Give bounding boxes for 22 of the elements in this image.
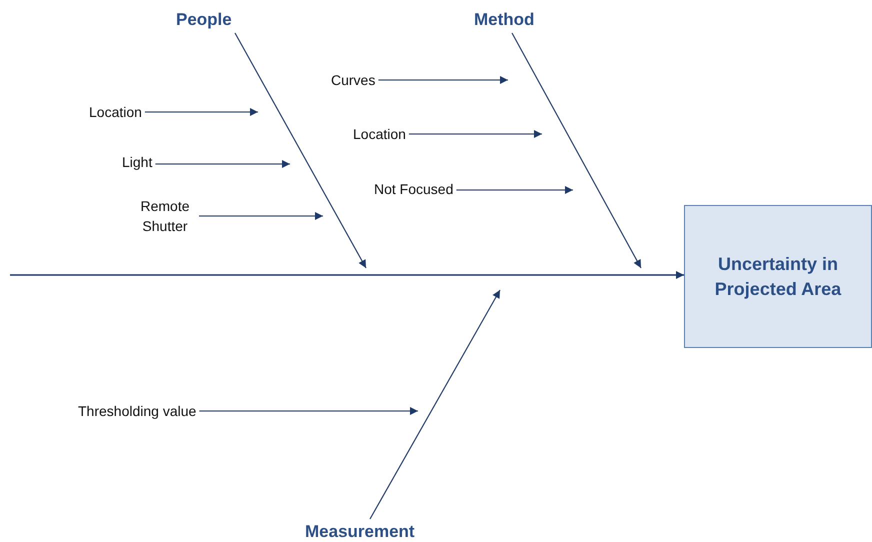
effect-box: Uncertainty in Projected Area [684,205,872,348]
bone-arrow [512,32,642,268]
cause-label: Not Focused [374,179,454,199]
cause-arrow [155,160,290,168]
cause-label: Location [89,102,142,122]
category-heading: Measurement [305,522,415,542]
cause-label: Curves [331,70,376,90]
category-heading: Method [474,10,534,30]
cause-label: Remote Shutter [134,196,196,236]
cause-label: Thresholding value [78,401,196,421]
cause-arrow [199,407,418,415]
bone-arrow [234,32,366,268]
spine-arrow [10,271,684,279]
cause-arrow [144,108,258,116]
cause-arrow [199,212,323,220]
category-heading: People [176,10,232,30]
cause-arrow [408,130,542,138]
cause-label: Light [122,152,152,172]
bone-arrow [370,290,500,520]
cause-arrow [378,76,508,84]
cause-arrow [456,186,573,194]
cause-label: Location [353,124,406,144]
